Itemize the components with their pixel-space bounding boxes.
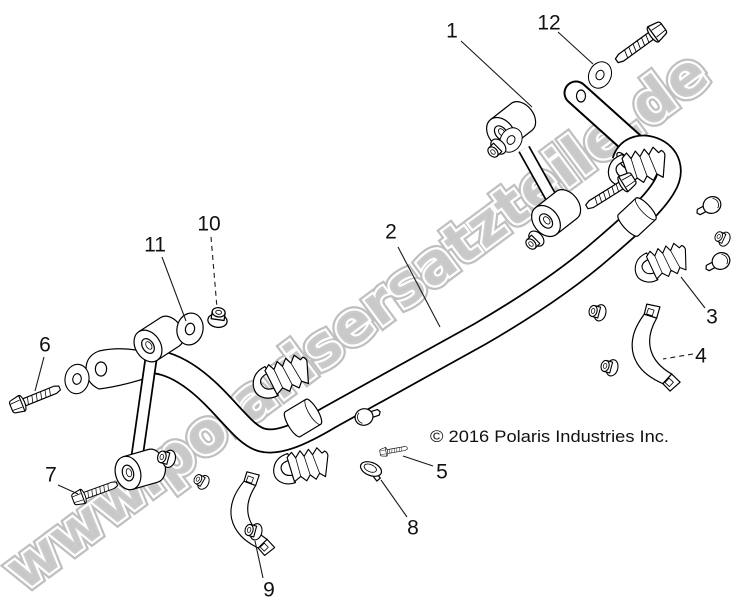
screw-5 — [379, 443, 409, 458]
stabilizer-bar — [85, 134, 682, 454]
leader-12 — [557, 31, 594, 65]
leader-5 — [402, 455, 434, 467]
nut-far-right — [711, 227, 733, 249]
nut-strap-right-a — [586, 301, 609, 323]
leader-4 — [662, 353, 694, 360]
mount-strap-right — [621, 300, 683, 399]
nut-strap-right-b — [598, 356, 621, 378]
callout-label-10: 10 — [197, 213, 220, 236]
screw-right-b — [701, 248, 734, 277]
callout-leaders — [34, 31, 706, 579]
callout-label-7: 7 — [45, 464, 57, 487]
leader-11 — [161, 256, 187, 322]
callout-label-4: 4 — [695, 345, 707, 368]
leader-8 — [380, 479, 408, 518]
callout-label-1: 1 — [446, 20, 458, 43]
callout-label-6: 6 — [39, 334, 51, 357]
leader-6 — [34, 356, 45, 392]
leader-1 — [460, 40, 533, 108]
callout-label-11: 11 — [144, 234, 166, 257]
callout-label-3: 3 — [706, 306, 718, 329]
leader-9 — [254, 540, 264, 579]
mount-strap-bottom — [222, 468, 277, 562]
leader-3 — [680, 276, 706, 309]
callout-label-5: 5 — [436, 461, 448, 484]
callout-label-12: 12 — [537, 12, 560, 35]
callout-label-8: 8 — [407, 517, 419, 540]
leader-10 — [210, 236, 218, 309]
bushing-clamp-mid-lower — [271, 446, 331, 486]
callout-label-2: 2 — [385, 221, 397, 244]
bar-arm-hole — [94, 361, 108, 377]
screw-right-a — [692, 192, 725, 221]
copyright-notice: © 2016 Polaris Industries Inc. — [430, 427, 669, 446]
callout-label-9: 9 — [263, 579, 275, 602]
callout-labels: 1 2 3 4 5 6 7 8 9 10 11 12 — [39, 12, 718, 602]
push-rivet-8 — [356, 458, 386, 483]
washer-top-right — [583, 57, 617, 93]
stabilizer-link-right — [480, 95, 588, 243]
leader-2 — [397, 246, 441, 328]
stabilizer-link-left — [110, 310, 190, 494]
nut-10 — [206, 305, 230, 330]
leader-7 — [57, 484, 79, 495]
bolt-6 — [7, 379, 64, 416]
